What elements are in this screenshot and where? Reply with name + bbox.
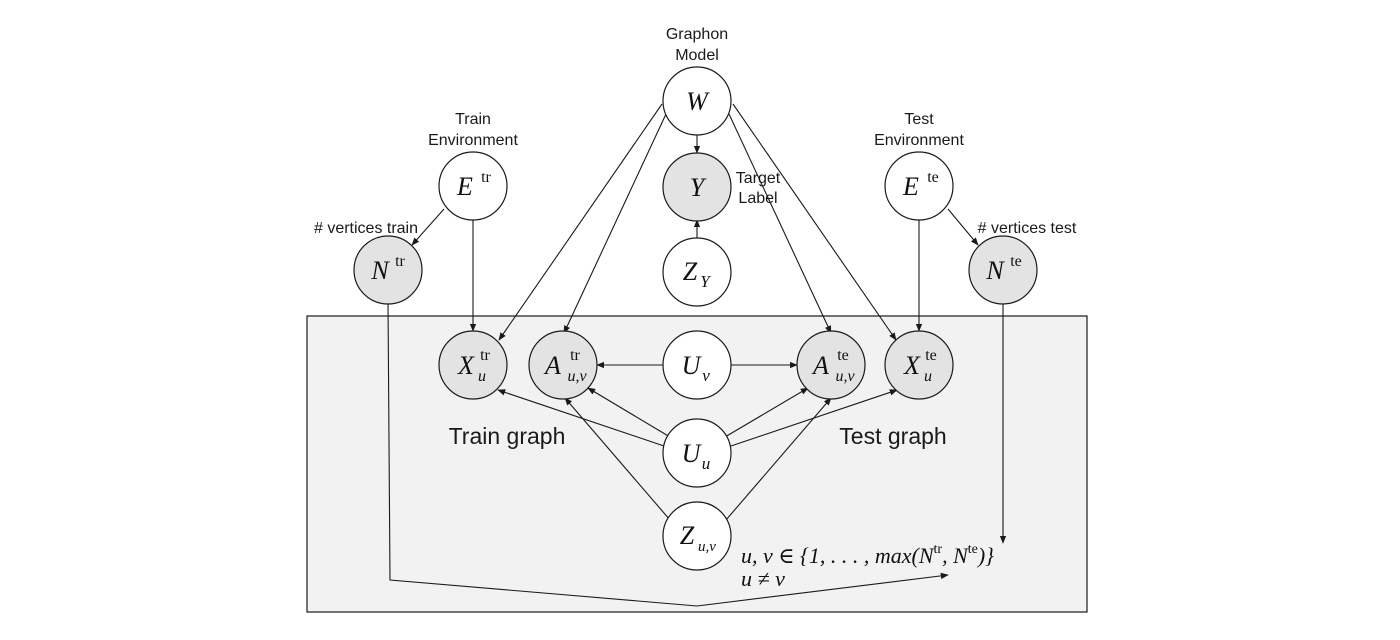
node-u-u-symbol: U (682, 439, 703, 468)
node-x-test-sup: te (925, 347, 937, 364)
node-x-train-symbol: X (457, 351, 475, 380)
node-y: Y (662, 152, 732, 222)
train-environment-label-line2: Environment (428, 132, 518, 149)
node-a-test: A te u,v (796, 330, 866, 400)
node-y-symbol: Y (690, 173, 707, 202)
node-e-test-sup: te (927, 169, 939, 186)
plate-index-line1-tr: tr (934, 542, 943, 557)
plate-index-line2: u ≠ v (741, 566, 785, 591)
target-label-line1: Target (736, 170, 781, 187)
node-x-train: X tr u (438, 330, 508, 400)
test-graph-label: Test graph (839, 423, 946, 449)
edge-uu-ate (724, 387, 809, 438)
edge-uu-atr (587, 387, 671, 438)
vertices-train-label: # vertices train (314, 220, 418, 237)
node-x-test-symbol: X (903, 351, 921, 380)
edge-uu-xtr (497, 389, 665, 447)
plate-index-line1-te: te (968, 542, 978, 557)
edge-w-xte (732, 103, 897, 341)
node-e-train: E tr (438, 151, 508, 221)
graphon-model-label-line2: Model (675, 47, 719, 64)
node-e-test: E te (884, 151, 954, 221)
node-a-train-sub: u,v (567, 368, 587, 385)
node-zy-symbol: Z (683, 257, 698, 286)
edge-etr-ntr (411, 208, 445, 246)
node-n-train: N tr (353, 235, 423, 305)
node-x-train-sup: tr (480, 347, 490, 364)
node-a-train: A tr u,v (528, 330, 598, 400)
train-graph-label: Train graph (449, 423, 566, 449)
plate-index-line1: u, v ∈ {1, . . . , max(Ntr, Nte)} (741, 542, 994, 568)
vertices-test-label: # vertices test (978, 220, 1077, 237)
plate-index: u, v ∈ {1, . . . , max(Ntr, Nte)} u ≠ v (741, 542, 994, 591)
node-a-test-sup: te (837, 347, 849, 364)
node-n-test-symbol: N (985, 256, 1005, 285)
node-u-u: U u (662, 418, 732, 488)
plate-index-line1-mid: , N (942, 543, 969, 568)
edge-w-xtr (498, 103, 663, 341)
test-environment-label-line1: Test (904, 111, 934, 128)
node-e-test-symbol: E (902, 172, 919, 201)
node-z-uv-symbol: Z (680, 521, 695, 550)
node-z-uv: Z u,v (662, 501, 732, 571)
node-x-test-sub: u (924, 368, 932, 385)
node-x-test: X te u (884, 330, 954, 400)
node-a-train-sup: tr (570, 347, 580, 364)
edge-ntr-index (387, 302, 949, 607)
node-u-v-symbol: U (682, 351, 703, 380)
node-a-train-symbol: A (543, 351, 561, 380)
node-zy: Z Y (662, 237, 732, 307)
node-n-test: N te (968, 235, 1038, 305)
edge-zuv-atr (564, 397, 671, 521)
nodes: W Y Z Y E tr E te N tr (353, 66, 1038, 571)
node-u-v-sub: v (702, 366, 710, 385)
test-environment-label-line2: Environment (874, 132, 964, 149)
graphon-model-label-line1: Graphon (666, 26, 728, 43)
edge-zuv-ate (725, 397, 832, 521)
edge-w-ate (728, 113, 832, 334)
plate-index-line1-end: )} (976, 543, 994, 568)
node-a-test-symbol: A (811, 351, 829, 380)
edges (387, 103, 1007, 607)
train-environment-label-line1: Train (455, 111, 491, 128)
node-w: W (662, 66, 732, 136)
node-w-symbol: W (686, 87, 710, 116)
plate-index-line1-main: u, v ∈ {1, . . . , max(N (741, 543, 935, 568)
edge-ete-nte (947, 208, 979, 246)
target-label-line2: Label (738, 190, 777, 207)
node-n-train-sup: tr (395, 253, 405, 270)
edge-w-atr (563, 113, 667, 334)
node-n-test-sup: te (1010, 253, 1022, 270)
node-e-train-sup: tr (481, 169, 491, 186)
node-n-train-symbol: N (370, 256, 390, 285)
labels: Graphon Model Train Environment Test Env… (314, 26, 1077, 449)
node-e-train-symbol: E (456, 172, 473, 201)
node-zy-sub: Y (700, 272, 711, 291)
node-u-v: U v (662, 330, 732, 400)
node-a-test-sub: u,v (835, 368, 855, 385)
node-x-train-sub: u (478, 368, 486, 385)
node-z-uv-sub: u,v (698, 539, 716, 555)
node-u-u-sub: u (702, 454, 711, 473)
